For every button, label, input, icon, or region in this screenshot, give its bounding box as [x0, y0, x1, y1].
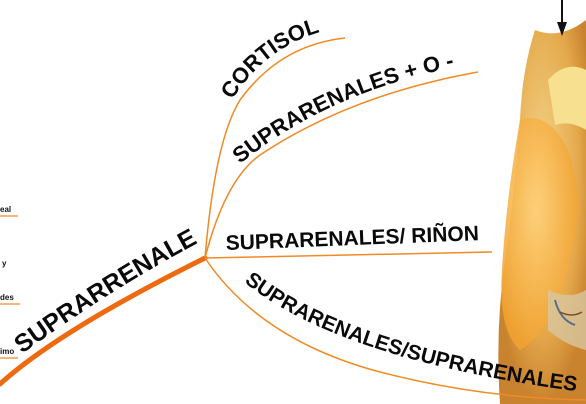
- left-cut-branches: eal y des imo: [0, 205, 20, 359]
- branch-line-suprarenales-suprarenales: [204, 257, 586, 401]
- branch-line-rinon: [204, 251, 493, 259]
- central-branch-line: [0, 255, 208, 387]
- left-cut-label: des: [0, 293, 14, 302]
- left-cut-label: eal: [0, 205, 11, 214]
- central-node-label: SUPRARRENALES: [0, 0, 201, 359]
- branch-line-suprarenales-mas-menos: [204, 71, 479, 259]
- branch-label-rinon: SUPRARENALES/ RIÑON: [225, 222, 479, 255]
- branch-line-cortisol: [204, 37, 346, 259]
- left-cut-label: y: [2, 259, 7, 268]
- branch-label-cortisol: CORTISOL: [215, 13, 321, 103]
- adrenal-gland-illustration-icon: [498, 20, 586, 404]
- left-cut-label: imo: [0, 347, 14, 356]
- arrow-down-icon: [557, 0, 567, 36]
